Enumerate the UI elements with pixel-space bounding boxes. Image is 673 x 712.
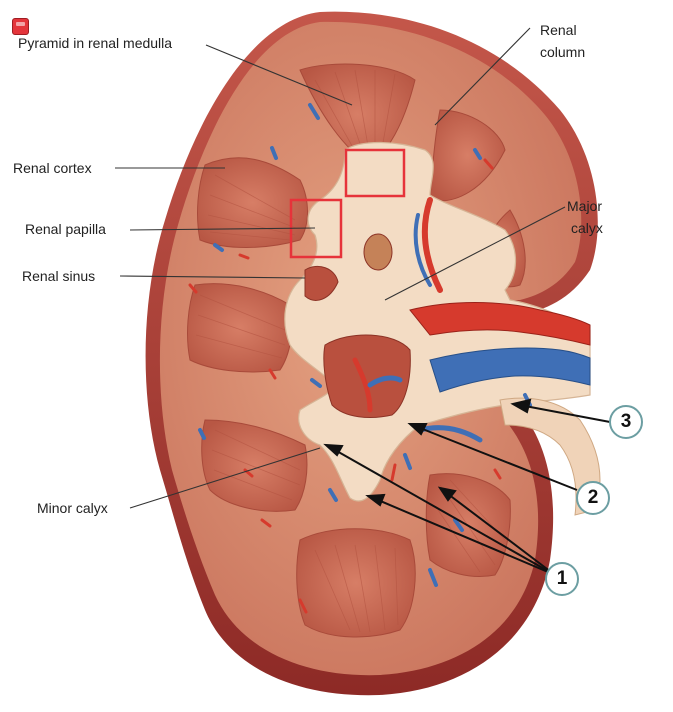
label-renal-cortex: Renal cortex (13, 160, 92, 176)
label-major-calyx-1: Major (567, 198, 603, 214)
marker-2: 2 (576, 481, 610, 515)
renal-artery (409, 302, 591, 346)
highlight-box-upper (344, 148, 406, 198)
pyramid-top (299, 63, 416, 166)
label-renal-column-2: column (540, 44, 586, 60)
renal-vessels (352, 197, 591, 443)
red-flag-icon[interactable] (12, 18, 29, 35)
marker-1: 1 (545, 562, 579, 596)
label-renal-sinus: Renal sinus (22, 268, 96, 284)
pyramid-top-right (429, 109, 506, 202)
pyramid-lower-left (201, 419, 308, 512)
renal-vein (429, 347, 591, 393)
label-minor-calyx: Minor calyx (37, 500, 108, 516)
sinus-cavities (304, 233, 411, 419)
cortical-vessels (188, 103, 532, 614)
leader-lines (115, 27, 566, 509)
label-major-calyx-2: calyx (571, 220, 603, 236)
marker-3: 3 (609, 405, 643, 439)
label-pyramid: Pyramid in renal medulla (18, 35, 173, 51)
label-renal-papilla: Renal papilla (25, 221, 106, 237)
pyramid-left-middle (187, 283, 293, 373)
marker-arrows (323, 398, 611, 576)
label-renal-column-1: Renal (540, 22, 577, 38)
pyramid-bottom (296, 528, 416, 638)
